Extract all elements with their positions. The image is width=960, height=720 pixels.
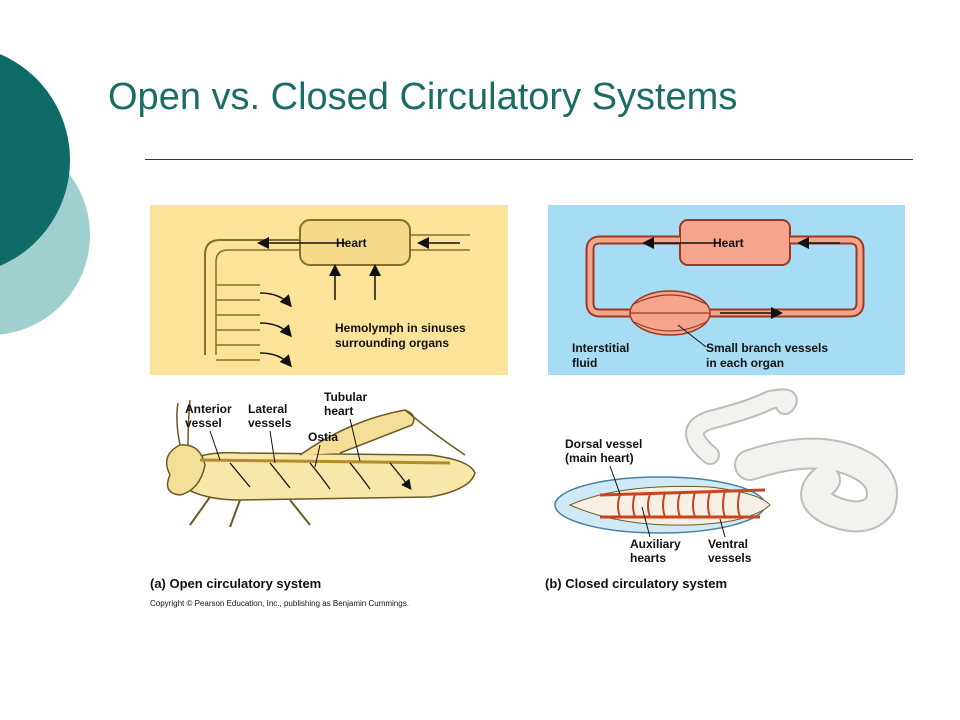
closed-system-diagram: Heart Interstitial fluid Small branch ve… <box>548 205 905 375</box>
sinus-label-line2: surrounding organs <box>335 336 449 350</box>
slide-decoration <box>0 54 90 335</box>
copyright-notice: Copyright © Pearson Education, Inc., pub… <box>150 599 409 608</box>
sinus-branch <box>216 284 260 301</box>
open-vessel-outline <box>204 239 300 355</box>
open-system-diagram: Heart Hemolymph in sinuses surrounding o… <box>150 205 508 375</box>
earthworm-coils-fill <box>736 439 896 531</box>
earthworm-illustration: Dorsal vessel (main heart) Auxiliary hea… <box>545 388 898 591</box>
lateral-label-line1: Lateral <box>248 402 287 416</box>
open-inflow-vessel <box>410 234 470 251</box>
tubular-label-line2: heart <box>324 404 353 418</box>
branch-label-line2: in each organ <box>706 356 784 370</box>
interstitial-label-line1: Interstitial <box>572 341 629 355</box>
open-vessel-inner <box>215 249 300 355</box>
title-divider <box>145 159 913 160</box>
circulatory-figure: Heart Hemolymph in sinuses surrounding o… <box>150 205 905 608</box>
label-leader <box>349 418 361 462</box>
capillary-branch <box>630 294 710 332</box>
ostia-arrows <box>229 462 410 489</box>
grasshopper-antenna <box>176 399 191 446</box>
open-caption: (a) Open circulatory system <box>150 576 321 591</box>
flow-arrow <box>259 292 292 308</box>
anterior-label-line1: Anterior <box>185 402 232 416</box>
interstitial-label-line2: fluid <box>572 356 597 370</box>
closed-caption: (b) Closed circulatory system <box>545 576 727 591</box>
ostia-label: Ostia <box>308 430 338 444</box>
tubular-heart <box>199 458 451 465</box>
grasshopper-hind-leg <box>299 409 415 456</box>
slide-title: Open vs. Closed Circulatory Systems <box>108 76 738 118</box>
grasshopper-body <box>169 451 476 501</box>
grasshopper-front-legs <box>189 496 311 528</box>
sinus-branch <box>216 314 260 331</box>
earthworm-tail-fill <box>687 390 796 463</box>
anterior-label-line2: vessel <box>185 416 222 430</box>
open-heart-label: Heart <box>336 236 367 250</box>
closed-heart-label: Heart <box>713 236 744 250</box>
lateral-label-line2: vessels <box>248 416 292 430</box>
auxiliary-label-line2: hearts <box>630 551 666 565</box>
sinus-label-line1: Hemolymph in sinuses <box>335 321 466 335</box>
dark-teal-circle <box>0 54 70 266</box>
sinus-branch <box>216 344 260 361</box>
dorsal-vessel <box>599 488 766 497</box>
ventral-label-line2: vessels <box>708 551 752 565</box>
grasshopper-illustration: Anterior vessel Lateral vessels Tubular … <box>150 390 476 608</box>
auxiliary-hearts <box>617 490 741 518</box>
auxiliary-label-line1: Auxiliary <box>630 537 681 551</box>
label-leader <box>641 506 651 538</box>
flow-arrow <box>259 352 292 368</box>
label-leader <box>609 465 621 495</box>
grasshopper-head <box>165 444 206 496</box>
label-leader <box>209 430 221 461</box>
grasshopper-hind-leg-lower <box>404 409 466 456</box>
flow-arrow <box>259 322 292 338</box>
label-leader <box>677 324 707 348</box>
label-leader <box>719 518 726 538</box>
branch-label-line1: Small branch vessels <box>706 341 828 355</box>
tubular-label-line1: Tubular <box>324 390 367 404</box>
ventral-label-line1: Ventral <box>708 537 748 551</box>
label-leader <box>269 430 276 464</box>
dorsal-label-line1: Dorsal vessel <box>565 437 642 451</box>
dorsal-label-line2: (main heart) <box>565 451 634 465</box>
label-leader <box>314 444 321 468</box>
